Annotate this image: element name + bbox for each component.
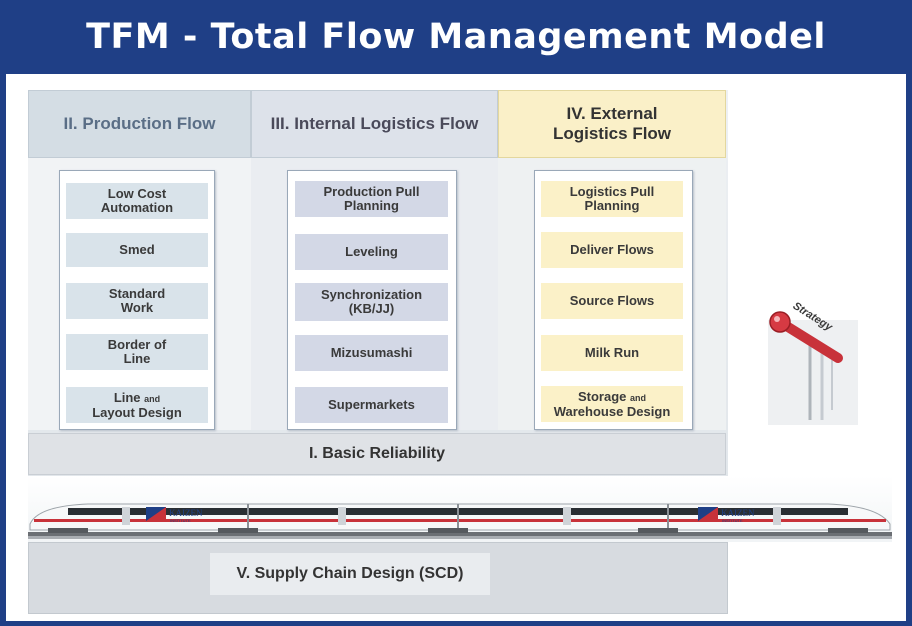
list-item-border-of-line: Border of Line xyxy=(66,334,208,370)
strategy-sign-icon xyxy=(768,311,858,425)
list-item-logistics-pull-planning: Logistics Pull Planning xyxy=(541,181,683,217)
list-item-deliver-flows: Deliver Flows xyxy=(541,232,683,268)
title-bar: TFM - Total Flow Management Model xyxy=(0,0,912,74)
internal-logistics-heading: III. Internal Logistics Flow xyxy=(251,90,498,158)
basic-reliability-band: I. Basic Reliability xyxy=(28,433,726,475)
list-item-low-cost-automation: Low Cost Automation xyxy=(66,183,208,219)
list-item-synchronization: Synchronization (KB/JJ) xyxy=(295,283,448,321)
list-item-leveling: Leveling xyxy=(295,234,448,270)
kaizen-logo-right: KAIZEN INSTITUTE xyxy=(698,507,755,523)
external-logistics-heading: IV. External Logistics Flow xyxy=(498,90,726,158)
list-item-smed: Smed xyxy=(66,233,208,267)
kaizen-logo-sub-left: INSTITUTE xyxy=(170,518,191,523)
list-item-standard-work: Standard Work xyxy=(66,283,208,319)
production-flow-heading: II. Production Flow xyxy=(28,90,251,158)
external-logistics-heading-text: IV. External Logistics Flow xyxy=(552,104,672,143)
list-item-storage-warehouse-design: Storage and Warehouse Design xyxy=(541,386,683,422)
list-item-source-flows: Source Flows xyxy=(541,283,683,319)
production-flow-list: Low Cost Automation Smed Standard Work B… xyxy=(59,170,215,430)
external-logistics-list: Logistics Pull Planning Deliver Flows So… xyxy=(534,170,693,430)
page-title: TFM - Total Flow Management Model xyxy=(86,17,826,57)
kaizen-logo-text-left: KAIZEN xyxy=(169,508,203,518)
list-item-line-layout-design: Line and Layout Design xyxy=(66,387,208,423)
train-image: KAIZEN INSTITUTE KAIZEN INSTITUTE xyxy=(28,503,892,539)
kaizen-logo-text-right: KAIZEN xyxy=(721,508,755,518)
kaizen-logo-sub-right: INSTITUTE xyxy=(722,518,743,523)
list-item-mizusumashi: Mizusumashi xyxy=(295,335,448,371)
list-item-production-pull-planning: Production Pull Planning xyxy=(295,181,448,217)
list-item-milk-run: Milk Run xyxy=(541,335,683,371)
list-item-supermarkets: Supermarkets xyxy=(295,387,448,423)
kaizen-logo-left: KAIZEN INSTITUTE xyxy=(146,507,203,523)
internal-logistics-list: Production Pull Planning Leveling Synchr… xyxy=(287,170,457,430)
supply-chain-label: V. Supply Chain Design (SCD) xyxy=(210,553,490,595)
